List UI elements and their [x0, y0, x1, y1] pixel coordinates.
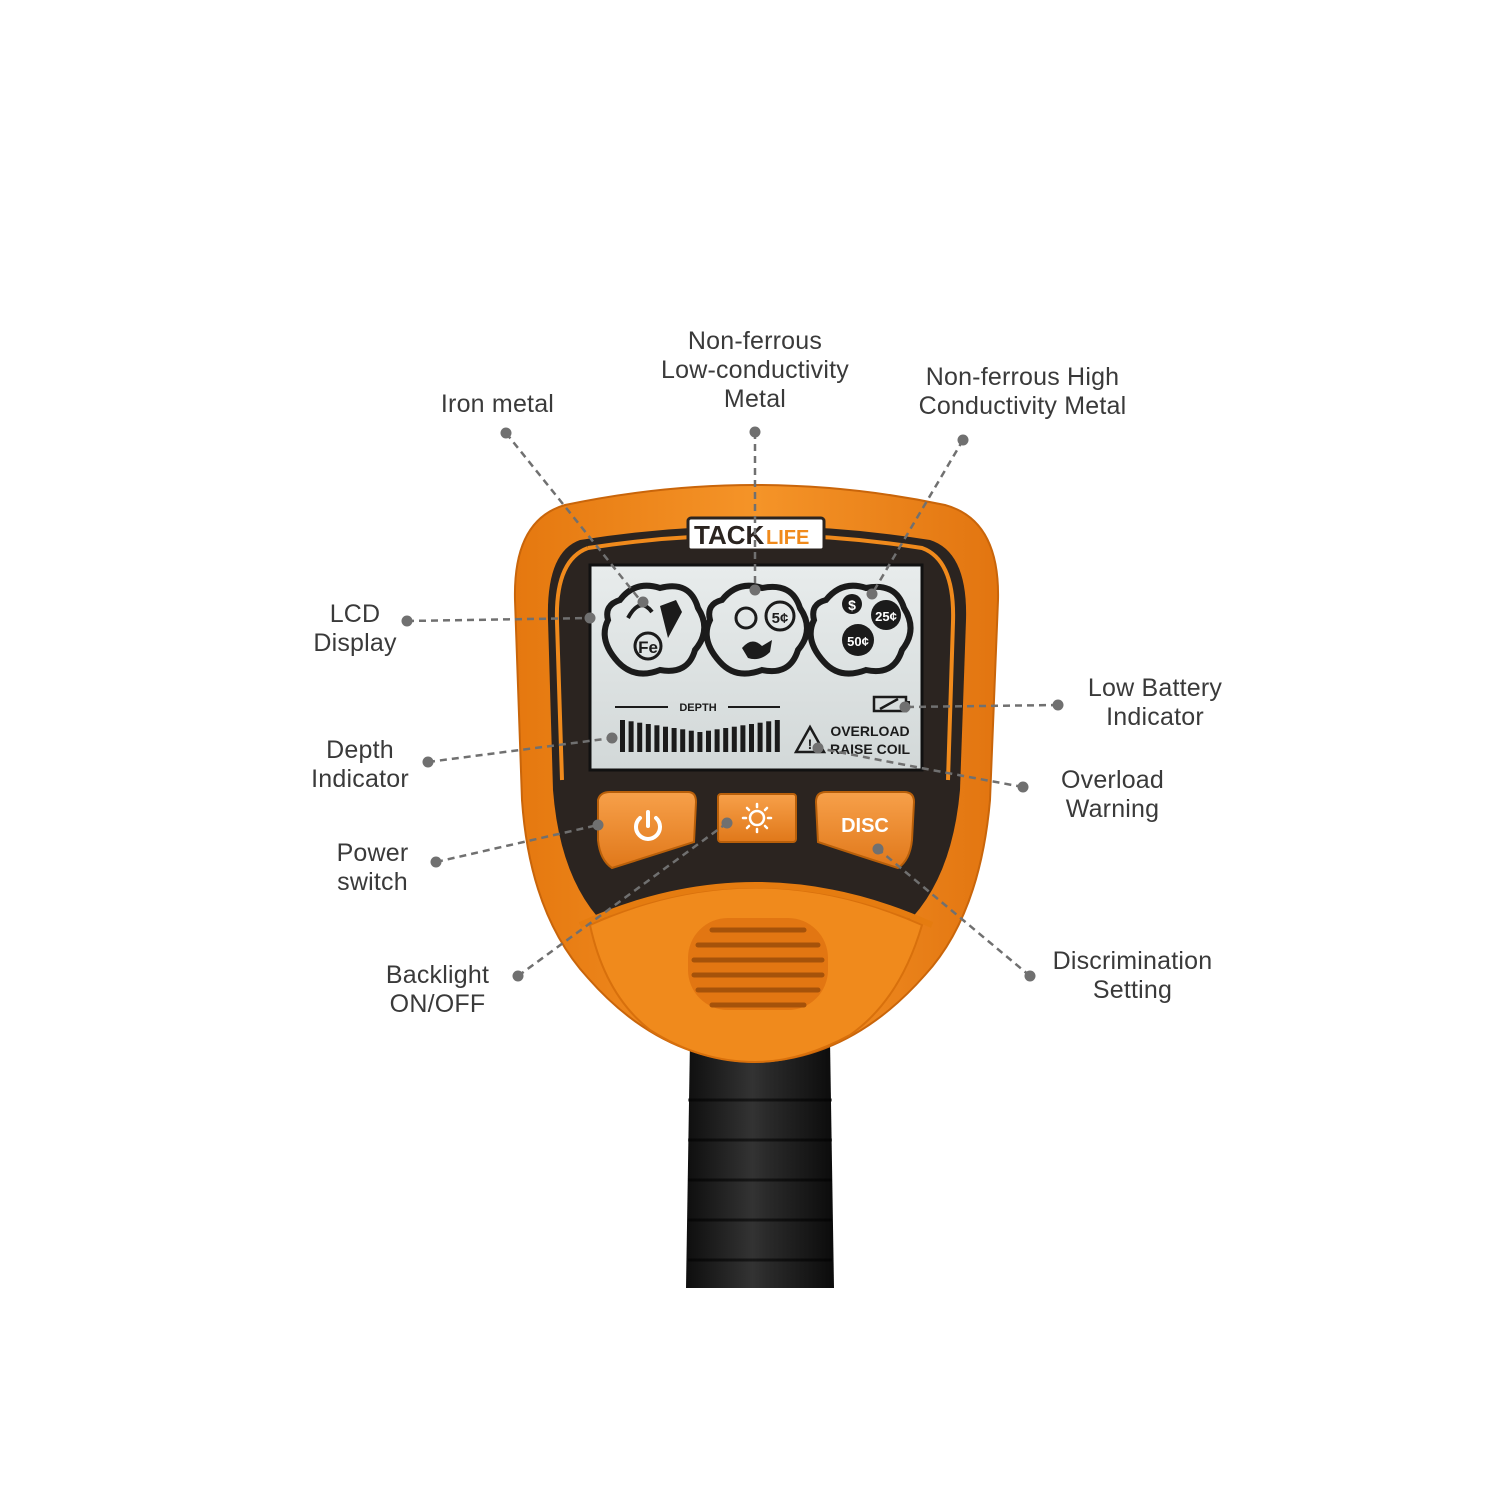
- callout-text: Low-conductivity: [660, 356, 849, 384]
- depth-bar-segment: [671, 728, 677, 752]
- low-coin-label: 5¢: [772, 610, 789, 627]
- disc-label: DISC: [841, 815, 889, 837]
- callout-text: Setting: [1092, 976, 1173, 1004]
- leader-depth-indicator: [427, 736, 613, 764]
- depth-bar-segment: [706, 730, 711, 752]
- leader-lines: [406, 432, 1059, 978]
- depth-indicator: DEPTH: [615, 702, 780, 752]
- overload-text: OVERLOAD: [830, 723, 909, 739]
- depth-bar-segment: [766, 721, 772, 752]
- depth-bar-segment: [757, 722, 763, 752]
- callout-discrimination: Discrimination Setting: [1040, 947, 1225, 1005]
- depth-bar-segment: [714, 729, 720, 752]
- depth-bar-segment: [654, 725, 660, 752]
- half-coin-label: 50¢: [847, 634, 869, 649]
- callout-depth-indicator: Depth Indicator: [295, 736, 425, 794]
- dollar-coin-label: $: [848, 597, 856, 613]
- callout-text: Non-ferrous High: [925, 363, 1120, 391]
- depth-bar-segment: [723, 728, 729, 752]
- brand-main: TACK: [694, 520, 765, 550]
- callout-iron-metal: Iron metal: [420, 390, 575, 419]
- depth-bar-segment: [620, 720, 625, 752]
- depth-bar-segment: [731, 726, 737, 752]
- leader-discrimination: [877, 848, 1031, 977]
- callout-power-switch: Power switch: [320, 839, 425, 897]
- leader-dots: [401, 426, 1064, 982]
- overload-warning: ! OVERLOAD RAISE COIL: [793, 723, 911, 757]
- callout-text: Display: [313, 629, 397, 657]
- callout-text: Indicator: [311, 765, 409, 793]
- callout-text: switch: [337, 868, 408, 896]
- leader-non-ferrous-high: [870, 439, 965, 595]
- low-conductivity-segment: 5¢: [703, 582, 810, 677]
- depth-bar-segment: [749, 724, 754, 752]
- brand-accent: LIFE: [766, 527, 809, 549]
- warning-icon: [793, 724, 827, 754]
- callout-text: LCD: [329, 600, 381, 628]
- depth-bar-segment: [697, 732, 703, 752]
- callout-text: Low Battery: [1087, 674, 1223, 702]
- callout-text: Warning: [1065, 795, 1160, 823]
- depth-bar-segment: [740, 725, 746, 752]
- callout-non-ferrous-high: Non-ferrous High Conductivity Metal: [900, 363, 1145, 421]
- depth-label: DEPTH: [679, 702, 716, 714]
- leader-lcd-display: [406, 616, 591, 623]
- depth-bar-segment: [628, 721, 634, 752]
- depth-bar-segment: [774, 720, 780, 752]
- callout-text: Overload: [1060, 766, 1165, 794]
- iron-symbol: Fe: [638, 638, 658, 657]
- callout-non-ferrous-low: Non-ferrous Low-conductivity Metal: [635, 327, 875, 414]
- svg-text:!: !: [808, 736, 813, 752]
- speaker-grille: [688, 918, 828, 1010]
- callout-text: Non-ferrous: [687, 327, 823, 355]
- callout-overload-warning: Overload Warning: [1045, 766, 1180, 824]
- leader-power-switch: [435, 823, 599, 864]
- nail-icon: [660, 600, 682, 638]
- callout-lcd-display: LCD Display: [295, 600, 415, 658]
- ring-icon: [734, 606, 758, 630]
- handle: [686, 1040, 834, 1288]
- leader-low-battery: [904, 703, 1059, 709]
- depth-bar-segment: [645, 724, 651, 752]
- callout-text: Backlight: [385, 961, 490, 989]
- depth-bar-segment: [688, 730, 694, 752]
- callout-text: Iron metal: [440, 390, 555, 418]
- depth-bar-segment: [663, 726, 668, 752]
- pull-tab-icon: [742, 640, 772, 660]
- callout-low-battery: Low Battery Indicator: [1070, 674, 1240, 732]
- raise-coil-text: RAISE COIL: [830, 741, 911, 757]
- sun-icon: [741, 802, 773, 834]
- power-icon: [634, 810, 662, 841]
- callout-text: Indicator: [1106, 703, 1204, 731]
- disc-button[interactable]: DISC: [814, 791, 916, 870]
- callout-text: Power: [336, 839, 409, 867]
- high-conductivity-segment: $ 25¢ 50¢: [807, 582, 914, 677]
- backlight-button[interactable]: [717, 793, 797, 843]
- callout-text: Depth: [326, 736, 394, 764]
- callout-backlight: Backlight ON/OFF: [370, 961, 505, 1019]
- depth-bar-segment: [637, 722, 643, 752]
- iron-metal-segment: Fe: [601, 582, 708, 677]
- callout-text: Conductivity Metal: [918, 392, 1127, 420]
- callout-text: Discrimination: [1052, 947, 1213, 975]
- quarter-coin-label: 25¢: [875, 609, 897, 624]
- depth-bar-segment: [680, 729, 686, 752]
- power-button[interactable]: [597, 791, 698, 870]
- callout-text: Metal: [723, 385, 787, 413]
- leader-overload-warning: [817, 746, 1024, 789]
- callout-text: ON/OFF: [389, 990, 486, 1018]
